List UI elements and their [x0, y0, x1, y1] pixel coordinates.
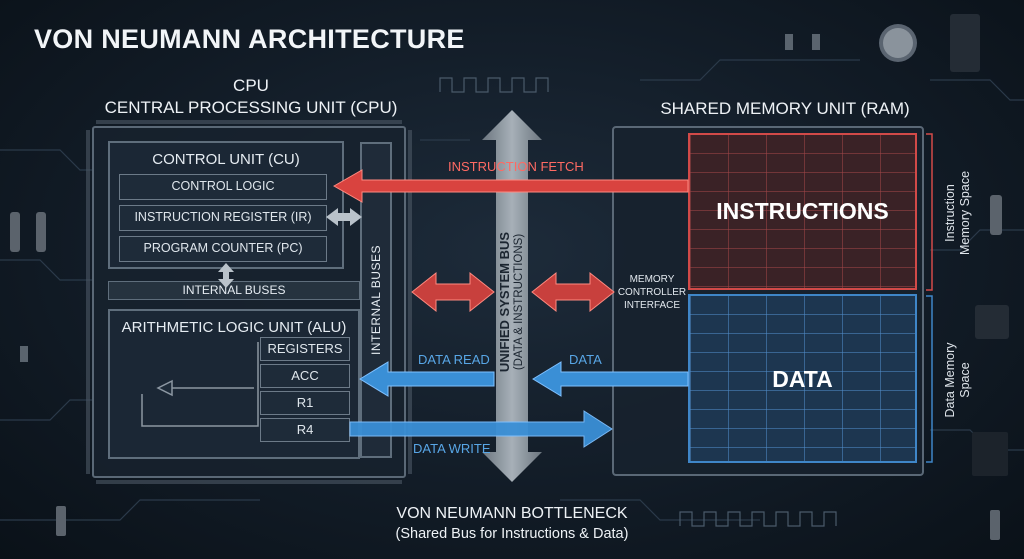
instruction-register-box: INSTRUCTION REGISTER (IR)	[119, 205, 327, 231]
unified-system-bus	[482, 110, 542, 482]
unified-system-bus-label: UNIFIED SYSTEM BUS (DATA & INSTRUCTIONS)	[497, 232, 527, 372]
cpu-bus-double-arrow	[411, 271, 495, 313]
alu-block: ARITHMETIC LOGIC UNIT (ALU) REGISTERS AC…	[108, 309, 360, 459]
registers-header: REGISTERS	[260, 337, 350, 361]
memory-heading: SHARED MEMORY UNIT (RAM)	[660, 99, 910, 118]
bottleneck-caption: VON NEUMANN BOTTLENECK (Shared Bus for I…	[300, 504, 724, 544]
bottleneck-title: VON NEUMANN BOTTLENECK	[396, 505, 628, 522]
data-space-brace	[926, 295, 933, 463]
data-arrow-label: DATA	[569, 352, 602, 367]
register-r4: R4	[260, 418, 350, 442]
internal-buses-horizontal: INTERNAL BUSES	[108, 281, 360, 300]
instruction-space-brace	[926, 133, 933, 291]
instruction-fetch-label: INSTRUCTION FETCH	[448, 159, 584, 174]
data-region	[688, 294, 917, 463]
ir-bus-connector	[326, 208, 362, 226]
data-arrow	[532, 361, 689, 397]
mci-line-2: CONTROLLER	[617, 287, 687, 298]
bus-label-line-1: UNIFIED SYSTEM BUS	[497, 231, 512, 373]
memory-controller-interface: MEMORY CONTROLLER INTERFACE	[614, 273, 690, 312]
page-title: VON NEUMANN ARCHITECTURE	[34, 24, 465, 54]
data-label: DATA	[772, 366, 833, 392]
cpu-short-label: CPU	[233, 76, 269, 95]
data-write-arrow	[349, 410, 613, 448]
mci-line-1: MEMORY	[629, 274, 675, 285]
control-logic-box: CONTROL LOGIC	[119, 174, 327, 200]
instructions-region	[688, 133, 917, 290]
mci-line-3: INTERFACE	[623, 300, 681, 311]
program-counter-box: PROGRAM COUNTER (PC)	[119, 236, 327, 262]
bus-memory-double-arrow	[531, 271, 615, 313]
data-read-label: DATA READ	[418, 352, 490, 367]
bottleneck-subtitle: (Shared Bus for Instructions & Data)	[395, 526, 629, 542]
instructions-label: INSTRUCTIONS	[716, 198, 889, 224]
register-r1: R1	[260, 391, 350, 415]
control-unit-title: CONTROL UNIT (CU)	[152, 151, 300, 168]
alu-title: ARITHMETIC LOGIC UNIT (ALU)	[121, 319, 347, 336]
data-write-label: DATA WRITE	[413, 441, 491, 456]
cpu-full-label: CENTRAL PROCESSING UNIT (CPU)	[104, 98, 398, 117]
data-read-arrow	[359, 361, 495, 397]
bus-label-line-2: (DATA & INSTRUCTIONS)	[513, 233, 525, 371]
alu-feedback-path	[141, 342, 259, 427]
instruction-fetch-arrow	[332, 169, 689, 203]
internal-buses-vertical: INTERNAL BUSES	[360, 142, 392, 458]
cu-bus-connector	[218, 263, 234, 288]
control-unit-block: CONTROL UNIT (CU) CONTROL LOGIC INSTRUCT…	[108, 141, 344, 269]
cpu-heading: CPU CENTRAL PROCESSING UNIT (CPU)	[96, 75, 406, 119]
register-acc: ACC	[260, 364, 350, 388]
